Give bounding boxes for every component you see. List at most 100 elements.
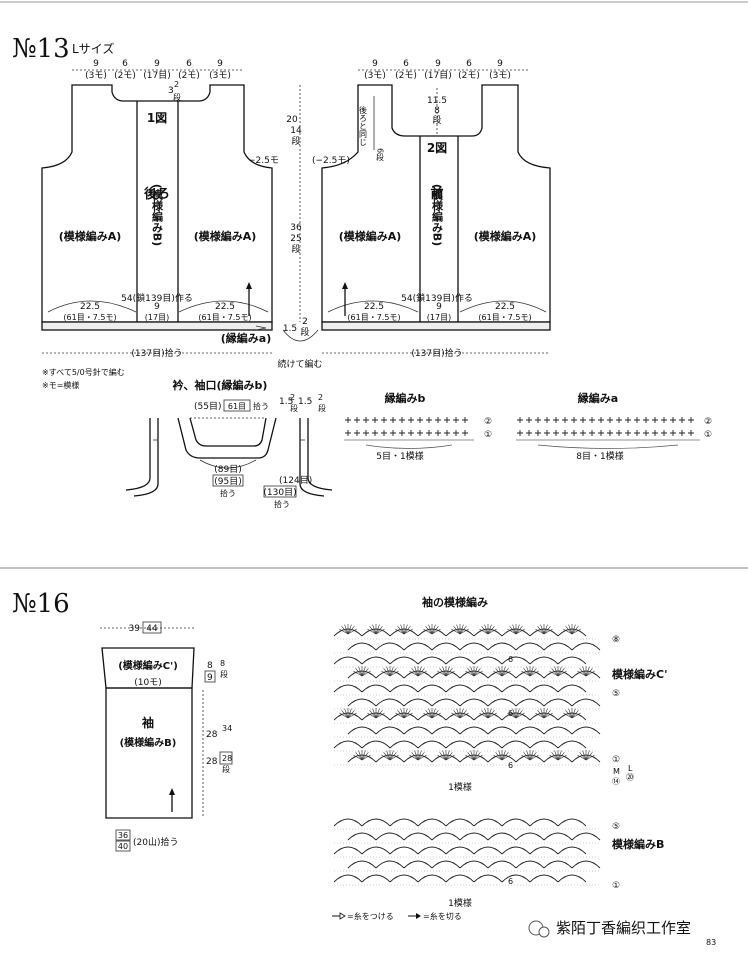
- shell-arc: [459, 642, 489, 651]
- sleeve-body-label: (模様編みB): [120, 736, 177, 749]
- rows-6: 6段: [376, 148, 385, 162]
- collar-side-rows: 2: [290, 393, 295, 402]
- dim-body: 36: [290, 223, 302, 233]
- shell-arc: [361, 684, 391, 693]
- collar-pick-95: (95目): [214, 476, 241, 487]
- fan-stitch: [414, 750, 419, 761]
- shell-arc: [361, 846, 391, 855]
- shell-arc: [445, 818, 475, 827]
- front-figure-label: 2図: [427, 141, 447, 155]
- collar-pick-suffix: 拾う: [253, 401, 269, 411]
- stitch-symbol: [390, 417, 396, 423]
- shell-arc: [543, 832, 573, 841]
- fan-stitch: [526, 666, 531, 677]
- fan-stitch: [495, 668, 503, 677]
- fan-stitch: [459, 710, 467, 719]
- fan-stitch: [389, 666, 394, 677]
- stitch-symbol: [390, 430, 396, 436]
- fan-stitch: [431, 628, 441, 635]
- stitch-symbol: [526, 430, 532, 436]
- fan-stitch: [507, 712, 517, 719]
- fan-stitch: [411, 752, 419, 761]
- front-top-dim: 9: [497, 59, 503, 69]
- shell-arc: [515, 642, 545, 651]
- stitch-symbol: [526, 417, 532, 423]
- front-piece: 9 6 9 6 9 (3モ) (2モ) (17目) (2モ) (3モ) 11.5…: [312, 59, 551, 359]
- front-neck-unit: 段: [432, 114, 441, 126]
- fan-stitch: [417, 754, 427, 761]
- shell-arc: [417, 684, 447, 693]
- fan-stitch: [347, 708, 352, 719]
- fan-stitch: [456, 624, 461, 635]
- back-side-left-label: (模様編みA): [59, 229, 122, 243]
- fan-stitch: [543, 628, 553, 635]
- sleeve-rows-body-b: 28: [206, 757, 218, 767]
- sleeve-rows-top-alt: 9: [207, 673, 213, 683]
- fan-stitch: [543, 708, 548, 719]
- fan-stitch: [375, 710, 383, 719]
- fan-stitch: [535, 712, 545, 719]
- edge-a-note: 8目・1模様: [576, 450, 623, 462]
- front-top-count: (17目): [424, 70, 451, 81]
- fan-stitch: [417, 666, 422, 677]
- fan-stitch: [498, 750, 503, 761]
- shell-arc: [333, 740, 363, 749]
- stitch-symbol: [435, 417, 441, 423]
- fan-stitch: [341, 626, 349, 635]
- back-top-count: (2モ): [114, 71, 136, 81]
- fan-stitch: [585, 668, 593, 677]
- fan-stitch: [481, 626, 489, 635]
- fan-stitch: [437, 670, 447, 677]
- sleeve-bottom-b: 40: [118, 842, 128, 851]
- fan-stitch: [467, 668, 475, 677]
- row-mark-b-1: ①: [612, 881, 620, 891]
- collar-title: 衿、袖口(縁編みb): [173, 378, 268, 392]
- cuff-pick-130: (130目): [263, 487, 296, 498]
- fan-stitch: [473, 754, 483, 761]
- row-mark-1: ①: [612, 755, 620, 765]
- edge-b-chart: 縁編みb 5目・1模様 ② ①: [344, 391, 492, 462]
- edge-a-row-1: ①: [704, 430, 712, 440]
- stitch-symbol: [589, 430, 595, 436]
- shell-arc: [375, 698, 405, 707]
- fan-stitch: [540, 624, 545, 635]
- sleeve-width: 39: [129, 624, 141, 634]
- front-center-label: (模様編みB): [431, 184, 444, 246]
- repeat-bracket: [537, 444, 679, 449]
- fan-stitch: [451, 712, 461, 719]
- shell-arc: [403, 860, 433, 869]
- shell-arc: [557, 818, 587, 827]
- fan-stitch: [383, 752, 391, 761]
- front-bottom-count: (61目・7.5モ): [347, 313, 400, 322]
- fan-stitch: [540, 708, 545, 719]
- fan-stitch: [523, 668, 531, 677]
- front-top-count: (3モ): [489, 71, 511, 81]
- shell-arc: [417, 740, 447, 749]
- watermark-text: 紫陌丁香編织工作室: [556, 919, 691, 937]
- fan-stitch: [582, 666, 587, 677]
- fan-stitch: [358, 750, 363, 761]
- back-neck-unit: 段: [173, 92, 181, 102]
- shell-arc: [389, 656, 419, 665]
- front-top-dim: 9: [435, 59, 441, 69]
- sleeve-stitch-chart: 袖の模様編み ⑧ ⑤ ① 模様編みC' M L ⑭ ⑳ 1模様 ⑤ ① 模様編み…: [333, 595, 667, 909]
- fan-stitch: [585, 754, 595, 761]
- fan-stitch: [383, 668, 391, 677]
- fan-stitch: [549, 670, 559, 677]
- sleeve-bottom-pick: (20山)拾う: [133, 836, 178, 848]
- six-mark: 6: [508, 761, 513, 770]
- shell-arc: [487, 698, 517, 707]
- sleeve-rows-top: 8: [207, 661, 213, 671]
- shell-arc: [361, 656, 391, 665]
- back-title: 後ろ: [144, 186, 170, 202]
- fan-stitch: [487, 626, 495, 635]
- stitch-symbol: [553, 430, 559, 436]
- stitch-symbol: [625, 430, 631, 436]
- fan-stitch: [347, 710, 355, 719]
- fan-stitch: [479, 712, 489, 719]
- collar-pick-suffix2: 拾う: [220, 488, 236, 498]
- fan-stitch: [554, 750, 559, 761]
- fan-stitch: [557, 752, 565, 761]
- sleeve-top-label: (模様編みC'): [118, 659, 178, 672]
- stitch-symbol: [345, 430, 351, 436]
